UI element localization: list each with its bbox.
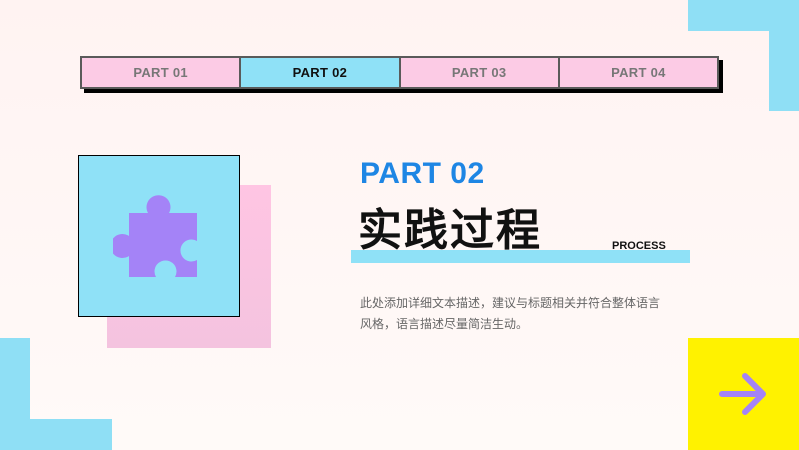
tab-part-02[interactable]: PART 02: [241, 58, 399, 87]
tab-part-01[interactable]: PART 01: [82, 58, 240, 87]
corner-decoration-top-right-side: [769, 0, 799, 111]
puzzle-card: [78, 155, 240, 317]
next-button[interactable]: [688, 338, 799, 450]
arrow-right-icon: [719, 373, 766, 415]
part-tabs: PART 01 PART 02 PART 03 PART 04: [80, 56, 719, 89]
title-highlight-bar: [351, 250, 690, 263]
section-title: 实践过程: [358, 205, 542, 256]
corner-decoration-bottom-left: [0, 419, 112, 450]
puzzle-icon: [113, 195, 197, 277]
tab-part-03[interactable]: PART 03: [400, 58, 558, 87]
section-subtitle: PROCESS: [612, 240, 666, 252]
tab-part-04[interactable]: PART 04: [559, 58, 717, 87]
section-description: 此处添加详细文本描述，建议与标题相关并符合整体语言风格，语言描述尽量简洁生动。: [360, 296, 661, 331]
part-number: PART 02: [360, 157, 485, 190]
